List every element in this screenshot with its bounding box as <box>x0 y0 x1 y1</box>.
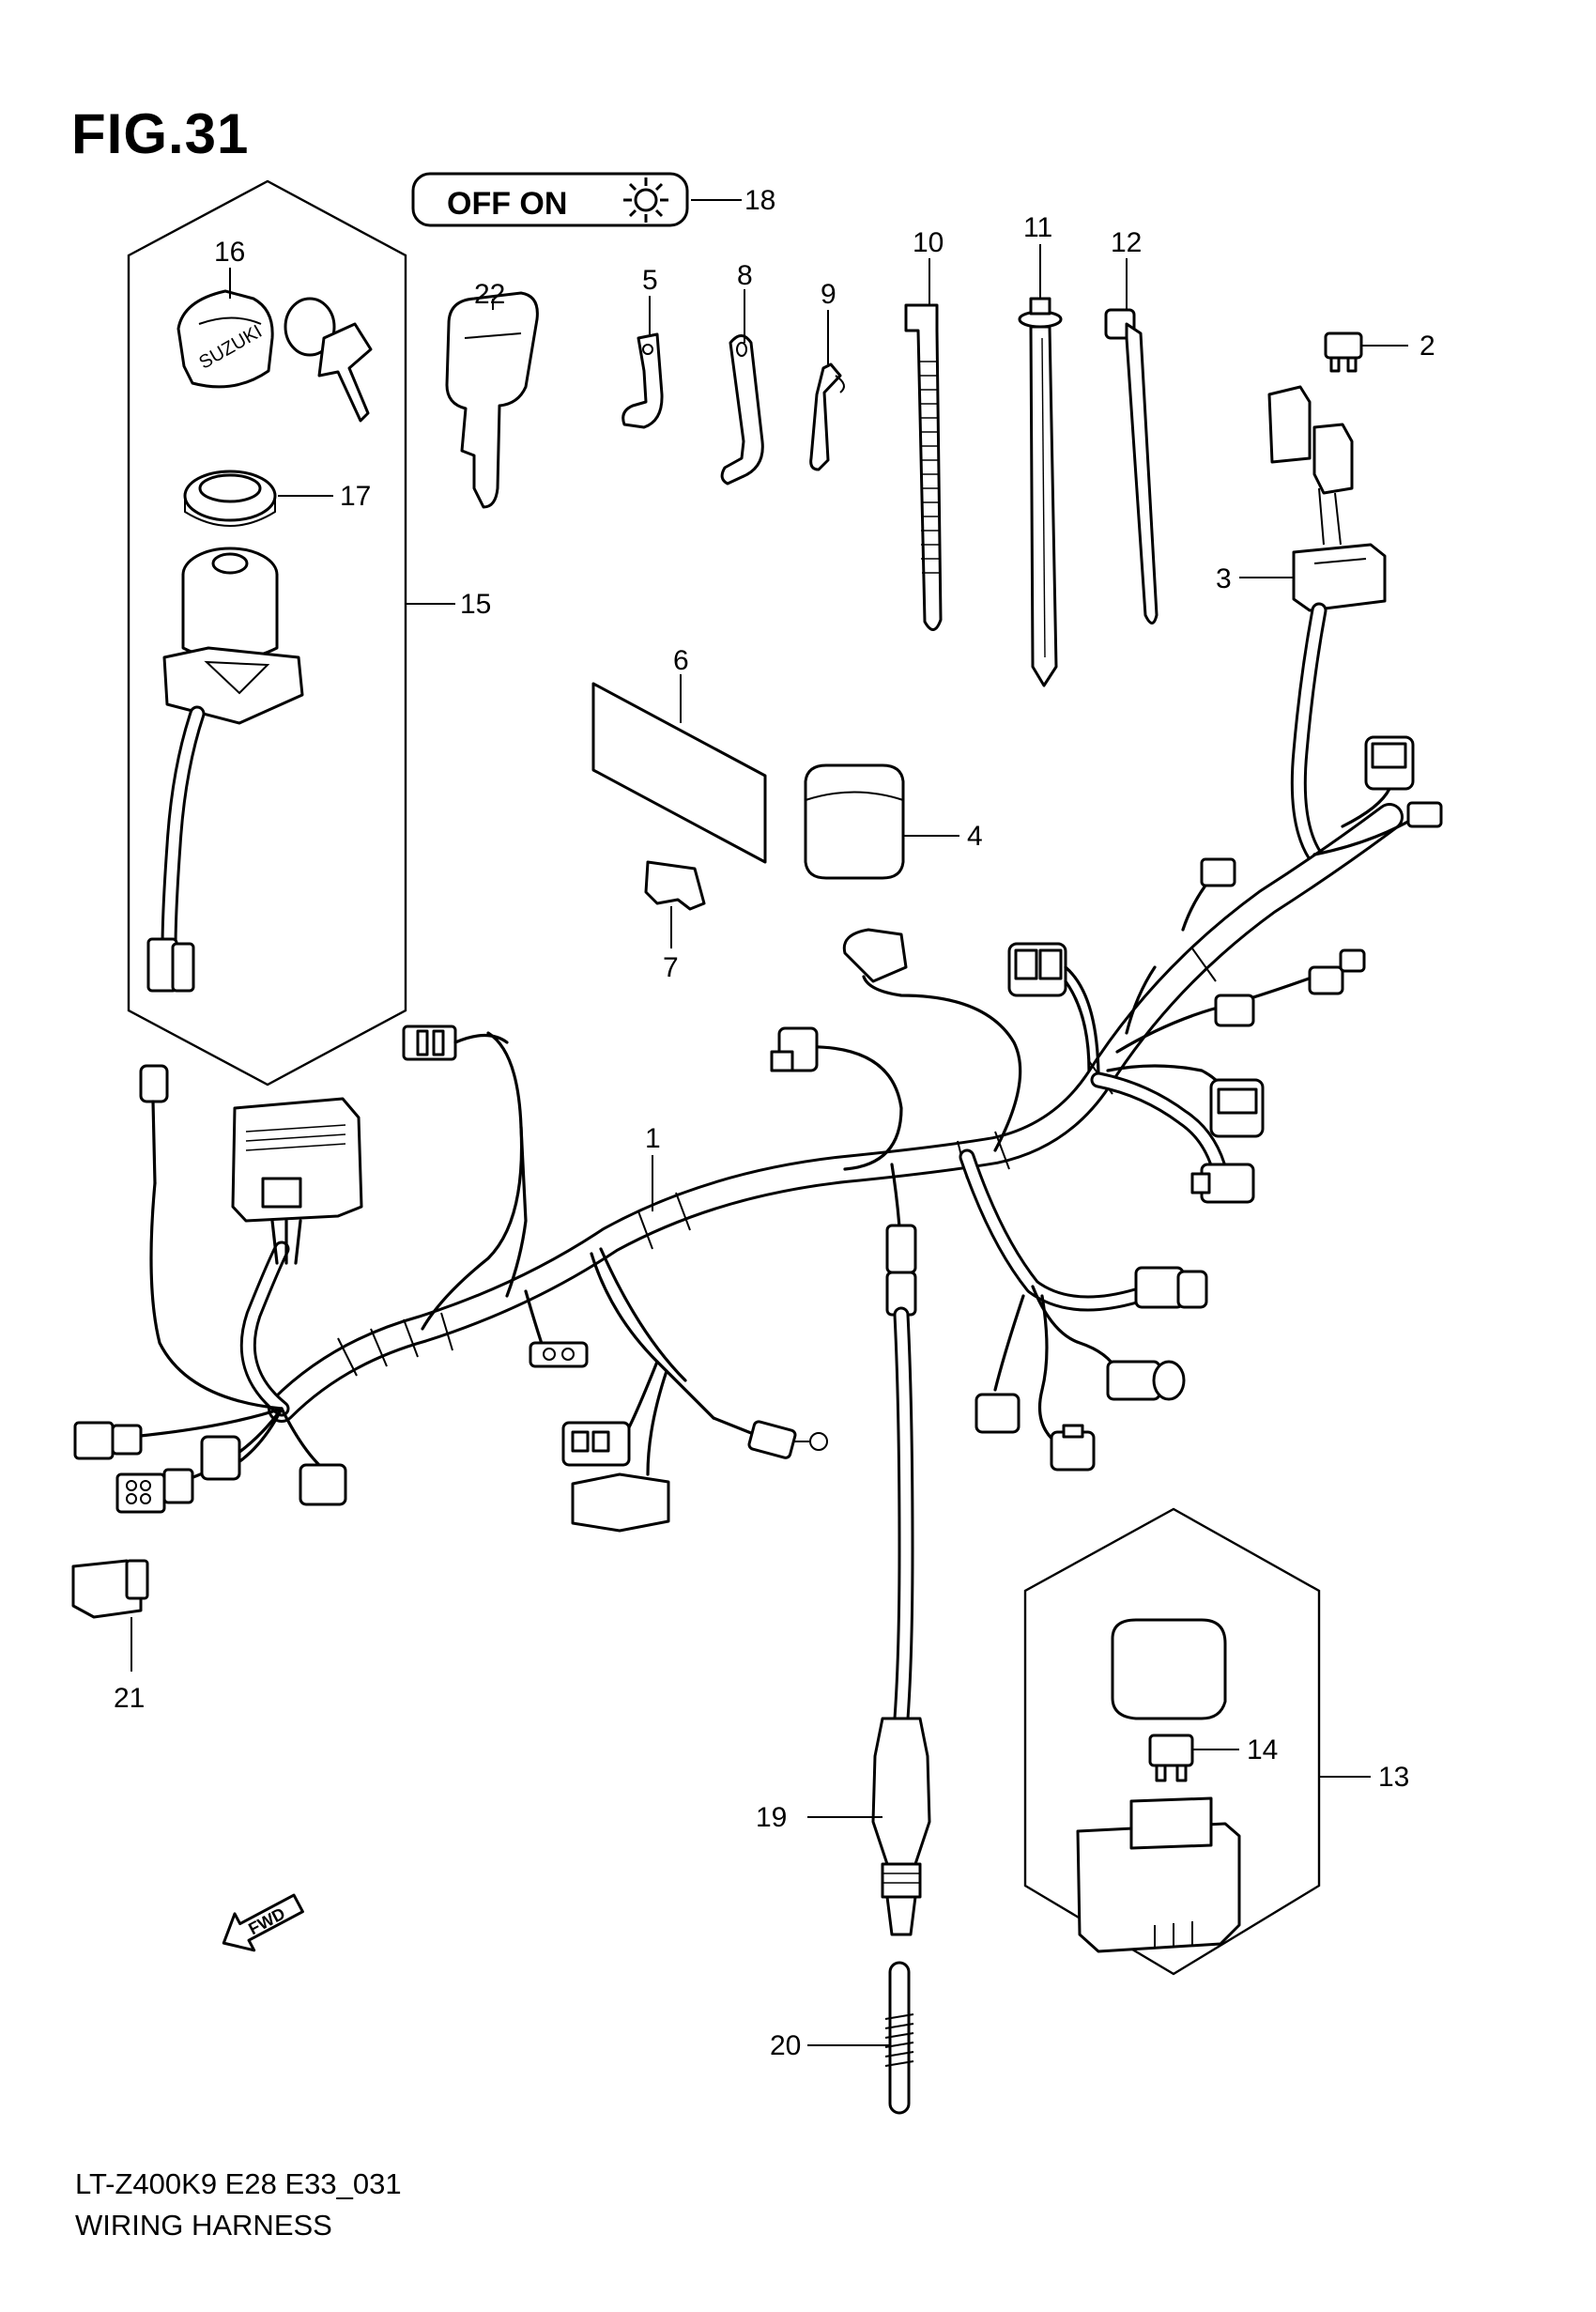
callout-6: 6 <box>673 645 689 676</box>
ignition-key <box>317 322 373 423</box>
ring-terminal-connector <box>747 1420 828 1459</box>
callout-17: 17 <box>340 481 371 512</box>
callout-7: 7 <box>663 952 679 983</box>
callout-4: 4 <box>967 821 983 852</box>
callout-2: 2 <box>1420 331 1435 362</box>
multi-connector-left <box>561 1421 631 1467</box>
connector-right-tiny <box>1406 801 1443 828</box>
callout-11: 11 <box>1023 212 1052 243</box>
clamp-9 <box>809 362 845 471</box>
connector-right-1 <box>1200 857 1236 887</box>
clip-7 <box>644 860 706 911</box>
callout-15: 15 <box>460 589 491 620</box>
figure-title: FIG.31 <box>71 102 250 165</box>
relay-cover <box>1111 1618 1227 1720</box>
connector-right-mid-1 <box>1134 1266 1208 1309</box>
switch-label: OFF ON <box>447 186 567 222</box>
leader-lines <box>130 199 1408 2046</box>
connector-right-low-2 <box>974 1393 1021 1434</box>
spare-key <box>445 291 539 509</box>
callout-5: 5 <box>642 265 658 296</box>
callout-numbers: 1 2 3 4 5 6 7 8 9 10 11 12 13 14 15 16 1… <box>114 185 1435 2061</box>
callout-13: 13 <box>1378 1762 1409 1793</box>
callout-9: 9 <box>821 279 836 310</box>
cable-tie-12 <box>1104 308 1159 624</box>
callout-22: 22 <box>474 279 505 310</box>
light-switch-plate: OFF ON <box>411 172 689 227</box>
cable-tie-11 <box>1018 297 1063 687</box>
ignition-cap: SUZUKI <box>176 289 336 389</box>
callout-10: 10 <box>913 227 944 258</box>
ignition-switch-body <box>162 547 304 725</box>
figure-caption: WIRING HARNESS <box>75 2209 332 2242</box>
connector-top-center <box>842 928 908 983</box>
relay-cover-4 <box>804 763 905 880</box>
relay-13 <box>1076 1796 1241 1953</box>
spring-20 <box>884 1961 914 2115</box>
clamp-8 <box>720 334 764 486</box>
model-code: LT-Z400K9 E28 E33_031 <box>75 2167 402 2200</box>
connector-right-4 <box>1190 1163 1255 1204</box>
light-icon <box>623 177 668 223</box>
callout-20: 20 <box>770 2030 801 2061</box>
callout-8: 8 <box>737 260 753 291</box>
connector-21 <box>71 1559 149 1619</box>
connector-center-upper <box>770 1026 819 1072</box>
connector-pair-center <box>1007 942 1100 1082</box>
callout-18: 18 <box>744 185 775 216</box>
clamp-5 <box>622 332 664 429</box>
connector-drop <box>885 1224 917 1317</box>
fuse-holder-3 <box>1267 385 1387 612</box>
callout-14: 14 <box>1247 1734 1278 1765</box>
connector-right-mid-2 <box>1106 1360 1186 1401</box>
callout-1: 1 <box>645 1123 661 1154</box>
callout-12: 12 <box>1111 227 1142 258</box>
callout-19: 19 <box>756 1802 787 1833</box>
fuse-2 <box>1324 331 1363 373</box>
lock-nut <box>183 470 277 527</box>
callout-21: 21 <box>114 1683 145 1714</box>
relay-group-box <box>1023 1507 1321 1976</box>
multi-connector-left-2 <box>571 1472 670 1533</box>
fuse-14 <box>1148 1734 1194 1782</box>
ecu-connector <box>231 1097 363 1265</box>
connector-right-3 <box>1209 1078 1265 1138</box>
cable-tie-10 <box>904 303 943 631</box>
main-wiring-harness <box>71 735 1443 1727</box>
connector-mid-small <box>529 1341 589 1368</box>
small-connector-left <box>139 1064 169 1185</box>
label-sticker <box>591 682 767 864</box>
callout-16: 16 <box>214 237 245 268</box>
connector-right-low-1 <box>1050 1424 1096 1472</box>
ignition-switch-connector <box>146 937 195 993</box>
connector-upper-mid <box>402 1025 509 1061</box>
connector-right-upper <box>1364 735 1415 791</box>
sensor-19 <box>871 1717 931 1936</box>
ignition-switch-group-box <box>127 179 407 1087</box>
lower-left-connectors <box>73 1421 347 1514</box>
callout-3: 3 <box>1216 563 1232 594</box>
connector-right-2 <box>1214 948 1366 1027</box>
forward-arrow-icon: FWD <box>222 1893 304 1952</box>
